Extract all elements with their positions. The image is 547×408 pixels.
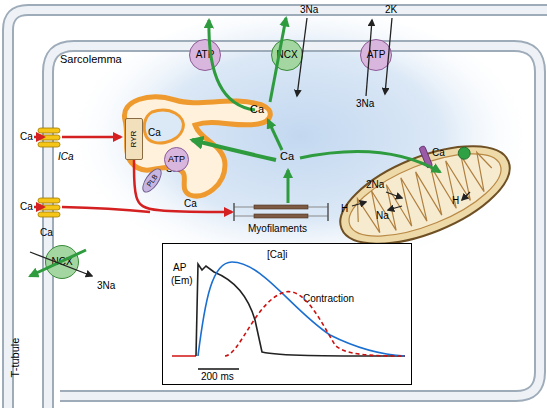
channel-subunit (38, 128, 60, 133)
ion-arrow (30, 252, 92, 276)
node-text: AP (173, 263, 186, 273)
ion-label: 3Na (300, 5, 318, 15)
channel-subunit (38, 142, 60, 147)
time-course-inset: AP (Em) [Ca]iContraction 200 ms (162, 243, 412, 385)
release-arrow (134, 160, 232, 212)
node-text: 200 ms (201, 372, 234, 382)
node-text: [Ca]i (267, 250, 288, 260)
flux-arrow (300, 152, 440, 172)
ion-label: 2K (385, 5, 397, 15)
flux-arrow (287, 170, 290, 203)
myofilaments: Myofilaments (232, 203, 330, 221)
ion-label: 2Na (366, 180, 384, 190)
thick-filament (254, 214, 308, 218)
serca-pump: ATP (164, 147, 189, 172)
structure-label: T-tubule (10, 338, 21, 378)
ion-arrow (385, 18, 392, 94)
ion-label: Ca (250, 104, 264, 115)
t-tubule-wall (8, 10, 547, 408)
ryanodine-receptor: RYR (125, 118, 143, 160)
sarcolemma-membrane (48, 46, 540, 408)
ion-label: Ca (20, 132, 33, 142)
z-line (233, 203, 235, 221)
ion-label: Ca (40, 228, 53, 238)
calcium-transient-trace (198, 262, 405, 356)
ion-label: 3Na (356, 99, 374, 109)
node-text: Contraction (303, 294, 354, 304)
ion-label: Ca (20, 202, 33, 212)
scale-bar (198, 368, 239, 370)
influx-arrow (62, 136, 121, 139)
thick-filament (254, 205, 308, 209)
inset-traces (172, 262, 405, 369)
atpase-pump: ATP (189, 39, 221, 71)
node-text: PLB (145, 173, 158, 188)
ion-label: Ca (280, 151, 294, 162)
reticulum-lumen-gap (144, 110, 183, 143)
baseline-trace (172, 355, 196, 357)
ion-arrow (297, 18, 307, 96)
influx-arrow (34, 136, 44, 139)
sodium-potassium-arrows (30, 18, 470, 276)
exchanger-symbol (456, 145, 472, 161)
flux-arrow (209, 20, 255, 110)
ion-label: Ca (432, 148, 445, 158)
t-tubule-wall (8, 10, 547, 408)
ion-arrow (386, 192, 402, 198)
ion-label: H (341, 204, 348, 214)
mitochondrion-inner (339, 137, 512, 253)
ion-arrow (352, 202, 366, 206)
ion-label: H (452, 196, 459, 206)
flux-arrow (268, 120, 282, 150)
flux-arrow (270, 18, 286, 102)
edge-layer (134, 160, 232, 212)
ion-arrow (366, 20, 372, 96)
calcium-influx-arrows (34, 137, 150, 212)
node-text: (Em) (171, 276, 193, 286)
cristae (349, 145, 501, 245)
ion-arrow (388, 206, 402, 210)
z-line (327, 203, 329, 221)
myofilament-drawing (232, 203, 330, 221)
influx-arrow (34, 206, 44, 209)
membrane-label: Sarcolemma (60, 54, 122, 65)
flux-arrow (192, 140, 276, 160)
channel-subunit (38, 212, 60, 217)
channel-subunit (38, 198, 60, 203)
ion-label: Ca (148, 128, 161, 138)
current-label: ICa (58, 152, 74, 162)
ion-label: Ca (184, 199, 197, 209)
ion-arrow (462, 192, 470, 200)
node-text: ATP (168, 155, 185, 164)
reticulum-membrane (124, 97, 270, 196)
ion-label: 3Na (97, 281, 115, 291)
node-text: RYR (130, 131, 138, 148)
ion-label: Na (376, 211, 389, 221)
influx-arrow (62, 207, 150, 212)
node-text: Myofilaments (248, 224, 307, 234)
calcium-flux-arrows (30, 18, 440, 276)
contraction-trace (225, 292, 405, 356)
reticulum-outline (124, 97, 270, 196)
sarcolemma-membrane (48, 46, 540, 408)
